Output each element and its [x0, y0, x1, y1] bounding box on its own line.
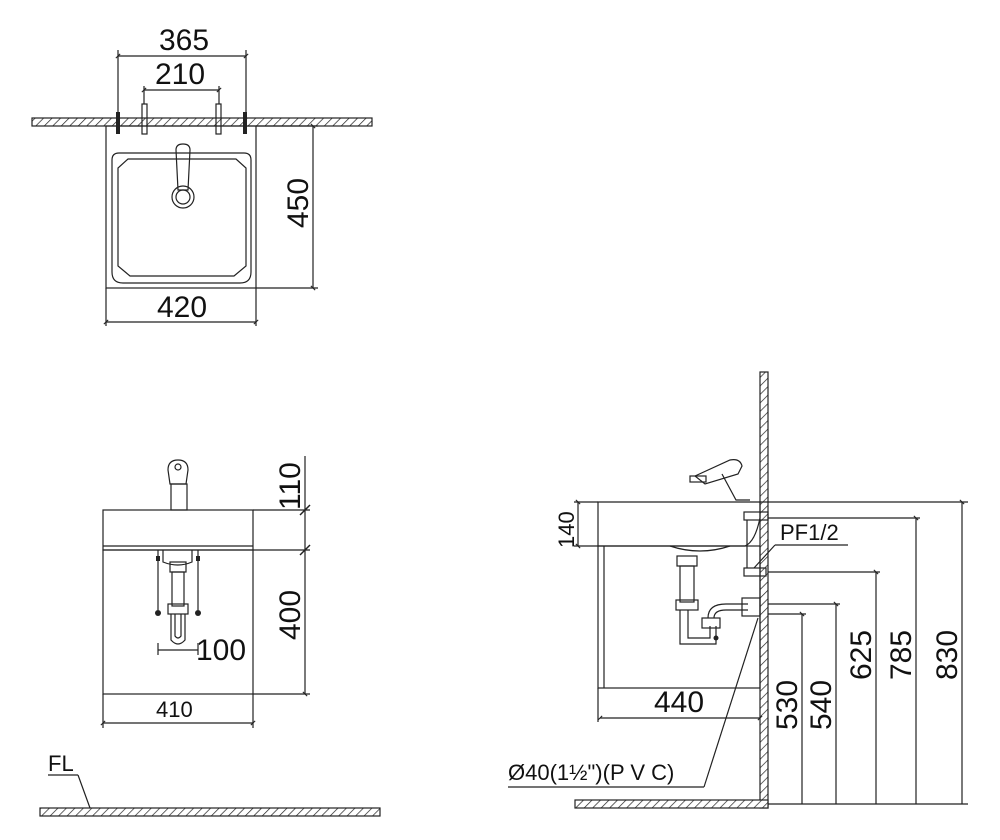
front-basin [102, 509, 254, 551]
side-view: 140 PF1/2 440 530 540 625 785 830 Ø40(1½… [508, 371, 968, 809]
dim-410-label: 410 [156, 697, 193, 722]
dim-140-label: 140 [554, 511, 579, 548]
dim-365-label: 365 [159, 24, 209, 57]
side-cabinet [597, 545, 761, 689]
dim-785-label: 785 [885, 630, 918, 680]
top-basin-bowl-inner [117, 158, 247, 277]
faucet-front-icon [167, 459, 189, 511]
dim-400-label: 400 [274, 590, 307, 640]
faucet-side-icon [689, 459, 750, 501]
dim-625-label: 625 [845, 630, 878, 680]
side-floor [574, 799, 769, 809]
pf-label: PF1/2 [780, 520, 839, 545]
dim-530-label: 530 [771, 680, 804, 730]
top-view: 365 210 450 420 [31, 24, 373, 326]
top-wall [31, 117, 373, 127]
dim-830-label: 830 [931, 630, 964, 680]
side-basin [597, 501, 761, 547]
dim-210-label: 210 [155, 58, 205, 91]
side-wall [759, 371, 769, 809]
top-basin-bowl [111, 152, 252, 284]
drain-trap-side-icon [675, 511, 769, 645]
dim-540-label: 540 [805, 680, 838, 730]
drain-size-label: Ø40(1½")(P V C) [508, 760, 674, 785]
top-basin-outline [105, 125, 257, 289]
front-cabinet [102, 549, 254, 695]
dim-450-label: 450 [282, 178, 315, 228]
floor-level-label: FL [48, 751, 74, 776]
faucet-top-icon [171, 143, 195, 209]
dim-420-label: 420 [157, 291, 207, 324]
dim-100-label: 100 [196, 634, 246, 667]
floor-front [39, 807, 381, 817]
drain-trap-front-icon [155, 550, 201, 645]
front-view: 100 110 400 410 FL [39, 456, 381, 817]
dim-110-label: 110 [274, 462, 307, 510]
dim-440-label: 440 [654, 686, 704, 719]
